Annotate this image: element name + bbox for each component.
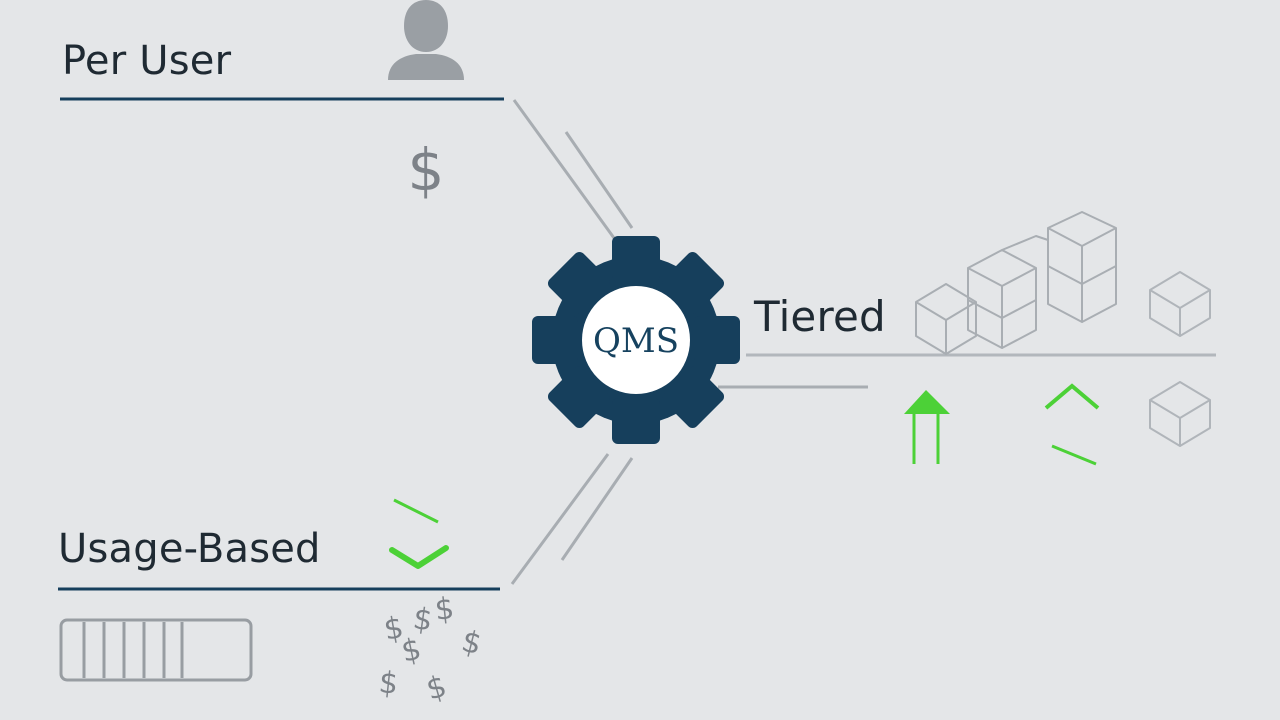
per-user-label: Per User [62,38,232,84]
trend-dash-icon [1051,444,1097,466]
up-arrow-icon [904,390,950,464]
svg-text:$: $ [433,591,456,628]
cube-mid [967,249,1037,349]
connector-bottom-b [560,457,634,561]
cube-connector [1001,235,1049,251]
gear-icon: QMS [532,236,740,444]
meter-bar-icon [59,618,253,682]
cube-icon-lower [1149,381,1211,447]
gear-hub [582,286,690,394]
connector-top-b [564,131,634,229]
user-icon [388,0,464,80]
svg-text:$: $ [411,601,435,638]
tiered-label: Tiered [754,292,886,341]
dollar-icon: $ [408,136,445,204]
connector-top-a [512,99,616,239]
svg-text:$: $ [458,624,485,663]
svg-text:$: $ [377,665,400,702]
dollar-scatter-icon: $ $ $ $ $ $ $ [377,591,485,708]
connector-lines [510,99,868,585]
up-chevron-icon [1044,383,1100,410]
svg-text:$: $ [398,632,424,670]
cube-icon [1149,271,1211,337]
check-icon [389,498,449,569]
gear-label: QMS [593,321,679,361]
connector-bottom-a [510,453,610,585]
stacked-cubes-icon [915,211,1117,355]
svg-text:$: $ [423,669,451,708]
cube-tall [1047,211,1117,323]
cube-small-front [915,283,977,355]
usage-based-label: Usage-Based [58,526,321,572]
